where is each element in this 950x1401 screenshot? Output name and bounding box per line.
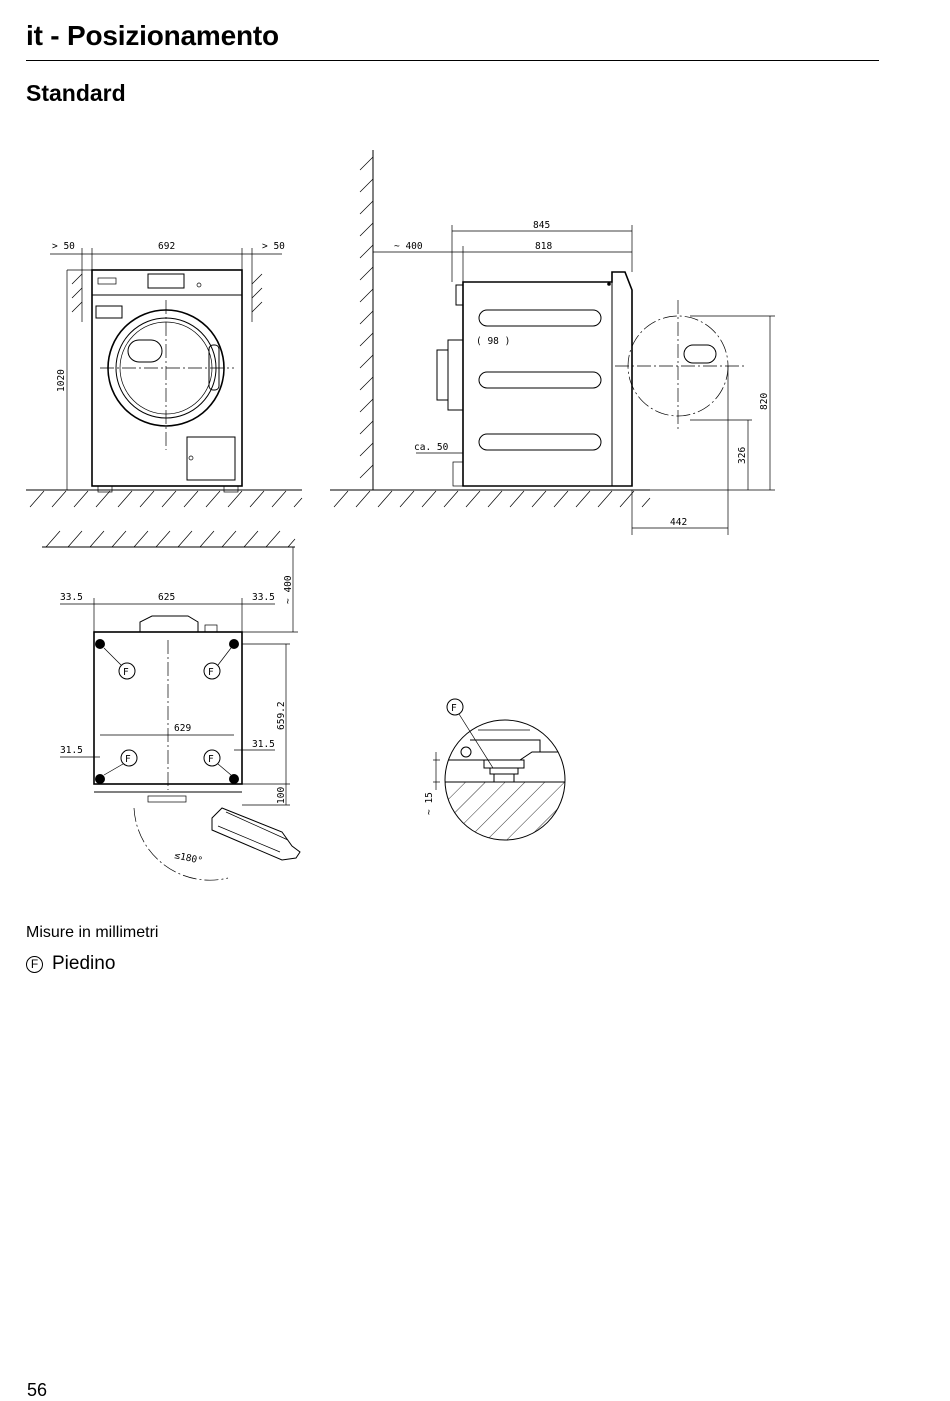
- foot-detail-view: F ~ 15: [424, 698, 566, 841]
- installation-drawing: > 50 692 > 50 1020: [26, 150, 775, 881]
- page-title: it - Posizionamento: [26, 20, 279, 51]
- top-right-margin-label: 33.5: [252, 592, 275, 603]
- front-dimensions: [50, 248, 282, 490]
- front-left-gap-label: > 50: [52, 241, 75, 252]
- side-total-depth-label: 845: [533, 220, 550, 231]
- legend-foot: F Piedino: [26, 953, 115, 975]
- right-wall: [251, 268, 263, 322]
- top-foot-left-label: 31.5: [60, 745, 83, 756]
- front-machine: [91, 269, 243, 493]
- section-title: Standard: [26, 80, 126, 106]
- title-divider: [26, 60, 879, 61]
- top-front-offset-label: 100: [276, 787, 287, 804]
- front-height-label: 1020: [56, 369, 67, 392]
- side-door-projection-label: ( 98 ): [476, 336, 510, 347]
- side-door-swing-label: 442: [670, 517, 687, 528]
- foot-marker-3: F: [125, 754, 131, 765]
- top-depth-label: 659.2: [276, 701, 287, 730]
- front-right-gap-label: > 50: [262, 241, 285, 252]
- side-wall-gap-label: ~ 400: [394, 241, 423, 252]
- top-wall-gap-label: ~ 400: [283, 575, 294, 604]
- foot-markers: F F F F: [103, 647, 232, 776]
- side-machine: [436, 271, 633, 487]
- top-width-label: 625: [158, 592, 175, 603]
- detail-foot-height-label: ~ 15: [424, 792, 435, 815]
- side-view: 845 818 ~ 400 ( 98 ) ca. 50 442 326 820: [330, 150, 775, 535]
- front-view: > 50 692 > 50 1020: [26, 241, 303, 508]
- foot-marker-2: F: [208, 667, 214, 678]
- side-floor: [330, 489, 651, 508]
- foot-marker-legend-icon: F: [26, 955, 43, 973]
- top-foot-spacing-label: 629: [174, 723, 191, 734]
- top-view: F F F F 33.5 625 33.5 ~ 400: [42, 530, 301, 881]
- top-dimensions: [60, 547, 298, 806]
- side-door-center-label: 326: [737, 447, 748, 464]
- foot-marker-4: F: [208, 754, 214, 765]
- top-foot-right-label: 31.5: [252, 739, 275, 750]
- side-bottom-gap-label: ca. 50: [414, 442, 449, 453]
- legend-foot-label: Piedino: [52, 953, 116, 974]
- door-swing-arc: [133, 807, 301, 881]
- units-note: Misure in millimetri: [26, 924, 159, 941]
- front-width-label: 692: [158, 241, 175, 252]
- top-door-angle-label: ≤180°: [173, 850, 203, 867]
- foot-marker-1: F: [123, 667, 129, 678]
- side-body-depth-label: 818: [535, 241, 552, 252]
- front-floor: [26, 489, 303, 508]
- top-machine: [93, 615, 243, 803]
- left-wall: [71, 268, 83, 322]
- side-door-top-label: 820: [759, 393, 770, 410]
- detail-foot-marker: F: [451, 703, 457, 714]
- side-wall: [359, 150, 374, 490]
- side-dimensions: [373, 225, 775, 535]
- top-left-margin-label: 33.5: [60, 592, 83, 603]
- page-number: 56: [27, 1380, 48, 1400]
- side-door-swing: [615, 300, 745, 432]
- top-wall: [42, 530, 296, 548]
